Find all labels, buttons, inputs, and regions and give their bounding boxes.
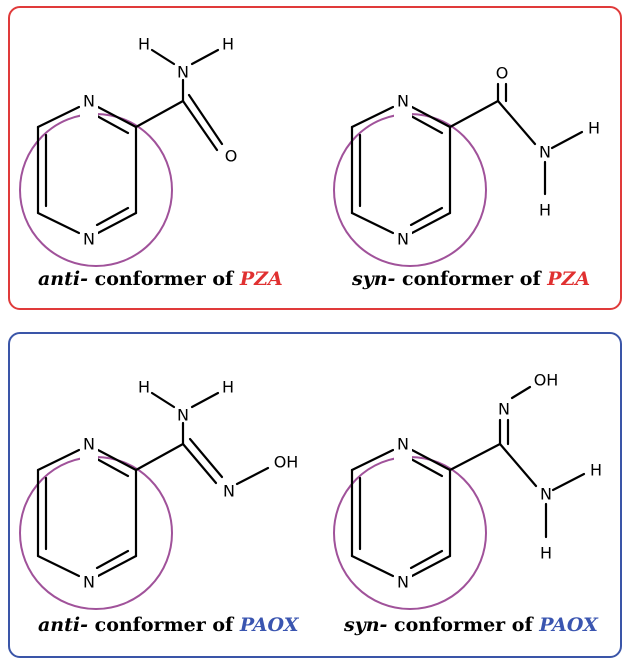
caption-prefix: anti- [38, 614, 89, 636]
amine-nitrogen-atom: N [540, 485, 552, 504]
caption-anti-paox: anti- conformer of PAOX [38, 614, 298, 636]
caption-text: conformer of [387, 614, 540, 636]
ring-nitrogen-atom: N [83, 435, 95, 454]
caption-anti-pza: anti- conformer of PZA [38, 268, 283, 290]
ring-nitrogen-atom: N [397, 92, 409, 111]
ring-nitrogen-atom: N [83, 92, 95, 111]
caption-syn-pza: syn- conformer of PZA [352, 268, 590, 290]
caption-text: conformer of [88, 268, 240, 290]
caption-acronym: PAOX [539, 614, 598, 636]
caption-prefix: anti- [38, 268, 89, 290]
amide-nitrogen-atom: N [539, 143, 551, 162]
ring-nitrogen-atom: N [83, 573, 95, 592]
oxime-nitrogen-atom: N [223, 482, 235, 501]
amine-nitrogen-atom: N [177, 406, 189, 425]
hydrogen-atom: H [590, 461, 602, 480]
hydroxyl-group: OH [534, 371, 559, 390]
ring-nitrogen-atom: N [397, 573, 409, 592]
structure-anti-pza: N N N H H O [19, 35, 238, 267]
caption-text: conformer of [88, 614, 240, 636]
ring-nitrogen-atom: N [397, 230, 409, 249]
caption-acronym: PZA [239, 268, 283, 290]
hydrogen-atom: H [222, 35, 234, 54]
structure-syn-paox: N N N OH N H H [333, 371, 602, 610]
hydrogen-atom: H [540, 544, 552, 563]
hydrogen-atom: H [539, 201, 551, 220]
caption-text: conformer of [395, 268, 548, 290]
hydrogen-atom: H [138, 35, 150, 54]
hydroxyl-group: OH [274, 453, 299, 472]
amide-nitrogen-atom: N [177, 63, 189, 82]
caption-prefix: syn- [344, 614, 388, 636]
hydrogen-atom: H [138, 378, 150, 397]
oxime-nitrogen-atom: N [498, 400, 510, 419]
caption-acronym: PAOX [239, 614, 299, 636]
caption-prefix: syn- [352, 268, 396, 290]
structure-anti-paox: N N N H H N OH [19, 378, 299, 610]
oxygen-atom: O [496, 64, 509, 83]
structure-syn-pza: N N O N H H [333, 64, 600, 267]
hydrogen-atom: H [222, 378, 234, 397]
hydrogen-atom: H [588, 119, 600, 138]
oxygen-atom: O [225, 147, 238, 166]
pza-panel [8, 6, 622, 310]
paox-panel [8, 332, 622, 658]
ring-nitrogen-atom: N [397, 435, 409, 454]
ring-nitrogen-atom: N [83, 230, 95, 249]
caption-acronym: PZA [547, 268, 591, 290]
caption-syn-paox: syn- conformer of PAOX [344, 614, 598, 636]
